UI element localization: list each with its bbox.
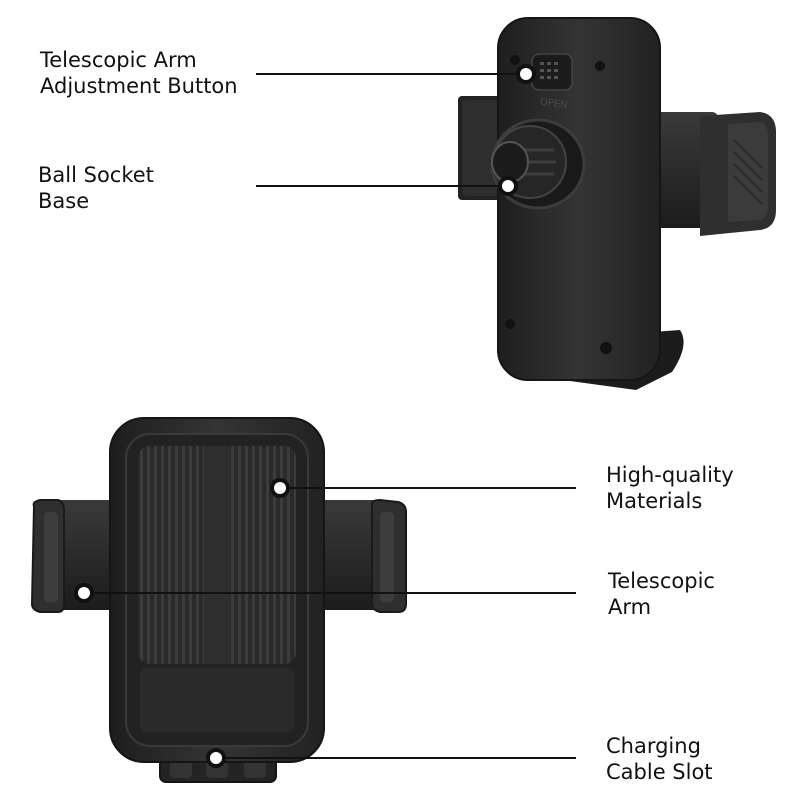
- top-right-arm: [648, 112, 776, 236]
- callout-line: High-quality: [606, 463, 734, 487]
- open-embossing: OPEN: [539, 97, 568, 112]
- callout-line: Base: [38, 189, 90, 213]
- callout-telescopic-arm-adjustment-button: Telescopic Arm Adjustment Button: [40, 47, 238, 99]
- callout-line: Telescopic Arm: [40, 48, 197, 72]
- marker-ball-socket: [498, 176, 518, 196]
- leader-lines: [84, 73, 576, 759]
- marker-telescopic-arm: [74, 583, 94, 603]
- callout-charging-cable-slot: Charging Cable Slot: [606, 733, 713, 785]
- callout-line: Arm: [608, 595, 652, 619]
- marker-charging-cable-slot: [206, 748, 226, 768]
- callout-line: Adjustment Button: [40, 74, 238, 98]
- callout-line: Ball Socket: [38, 163, 154, 187]
- callout-line: Materials: [606, 489, 703, 513]
- top-device-back-view: OPEN: [458, 17, 776, 390]
- adjustment-button: OPEN: [531, 53, 573, 112]
- callout-line: Charging: [606, 734, 701, 758]
- callout-high-quality-materials: High-quality Materials: [606, 462, 734, 514]
- lower-plate: [140, 668, 294, 732]
- bottom-left-arm: [30, 499, 130, 613]
- marker-high-quality-materials: [270, 478, 290, 498]
- bottom-device-front-view: [30, 417, 407, 783]
- markers: [74, 64, 536, 768]
- ribbed-panel-center-strip: [204, 446, 230, 664]
- callout-line: Telescopic: [608, 569, 715, 593]
- callout-telescopic-arm: Telescopic Arm: [608, 568, 715, 620]
- callout-line: Cable Slot: [606, 760, 713, 784]
- top-main-body: [497, 17, 661, 381]
- screw-holes: [505, 55, 612, 354]
- marker-adjustment-button: [516, 64, 536, 84]
- callout-ball-socket-base: Ball Socket Base: [38, 162, 154, 214]
